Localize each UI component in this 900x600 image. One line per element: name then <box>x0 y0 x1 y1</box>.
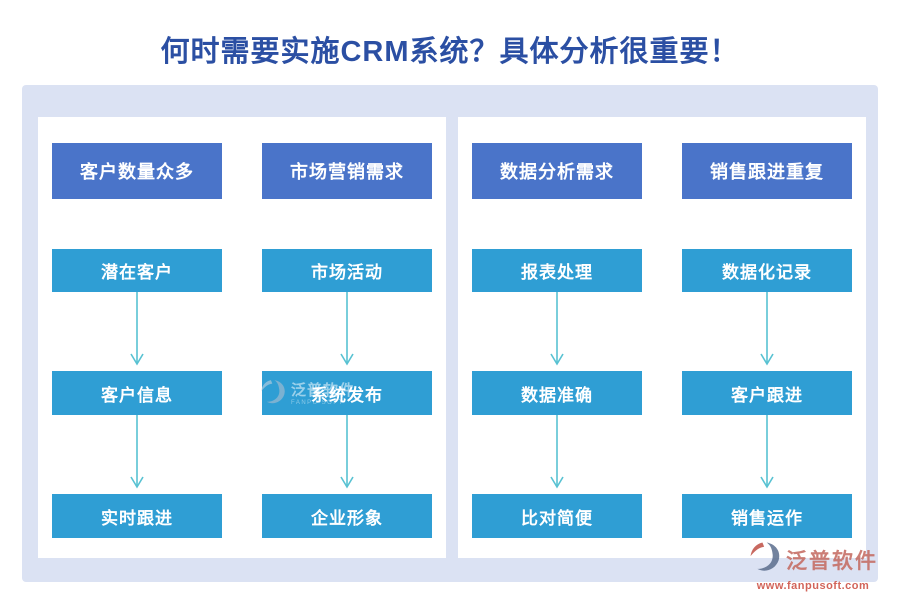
down-arrow-icon <box>682 292 852 371</box>
flow-step-box: 客户跟进 <box>682 371 852 416</box>
page-title: 何时需要实施CRM系统？具体分析很重要！ <box>160 36 740 68</box>
down-arrow-icon <box>472 415 642 494</box>
down-arrow-icon <box>682 415 852 494</box>
flow-header-box: 销售跟进重复 <box>682 143 852 199</box>
flow-step-box: 销售运作 <box>682 494 852 538</box>
flow-step-box: 客户信息 <box>52 371 222 416</box>
fanpu-logo-icon <box>748 540 782 579</box>
fanpu-logo-name: 泛普软件 <box>786 549 878 573</box>
spacer <box>262 199 432 249</box>
flow-step-box: 实时跟进 <box>52 494 222 538</box>
down-arrow-icon <box>52 415 222 494</box>
diagram-board: 客户数量众多 潜在客户 客户信息 实时跟进 市场营销需求 市场活动 <box>22 85 878 582</box>
flow-column-customer-volume: 客户数量众多 潜在客户 客户信息 实时跟进 <box>52 143 222 538</box>
flow-step-box: 比对简便 <box>472 494 642 538</box>
flow-step-box: 数据化记录 <box>682 248 852 293</box>
flow-header-box: 数据分析需求 <box>472 143 642 199</box>
fanpu-logo-url: www.fanpusoft.com <box>756 580 870 592</box>
down-arrow-icon <box>262 292 432 371</box>
flow-step-box: 报表处理 <box>472 248 642 293</box>
spacer <box>682 199 852 249</box>
fanpu-logo: 泛普软件 www.fanpusoft.com <box>738 540 888 592</box>
down-arrow-icon <box>472 292 642 371</box>
down-arrow-icon <box>262 415 432 494</box>
spacer <box>52 199 222 249</box>
flow-step-box: 数据准确 <box>472 371 642 416</box>
flow-header-box: 客户数量众多 <box>52 143 222 199</box>
panel-left: 客户数量众多 潜在客户 客户信息 实时跟进 市场营销需求 市场活动 <box>38 117 446 558</box>
flow-step-box: 潜在客户 <box>52 248 222 293</box>
flow-step-box: 企业形象 <box>262 494 432 538</box>
flow-column-marketing-need: 市场营销需求 市场活动 系统发布 企业形象 <box>262 143 432 538</box>
down-arrow-icon <box>52 292 222 371</box>
panel-right: 数据分析需求 报表处理 数据准确 比对简便 销售跟进重复 数据化记录 <box>458 117 866 558</box>
flow-column-sales-followup: 销售跟进重复 数据化记录 客户跟进 销售运作 <box>682 143 852 538</box>
flow-header-box: 市场营销需求 <box>262 143 432 199</box>
spacer <box>472 199 642 249</box>
flow-column-data-analysis: 数据分析需求 报表处理 数据准确 比对简便 <box>472 143 642 538</box>
flow-step-box: 系统发布 <box>262 371 432 416</box>
flow-step-box: 市场活动 <box>262 248 432 293</box>
